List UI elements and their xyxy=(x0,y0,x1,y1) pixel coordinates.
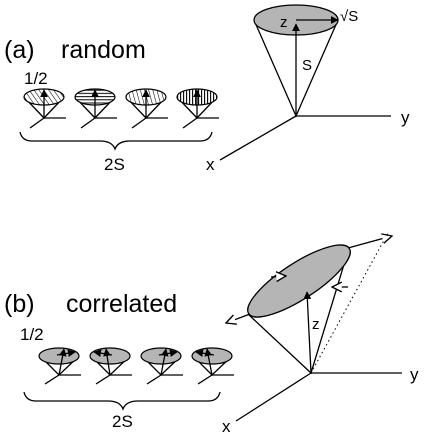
panel-a: (a) random 1/2 xyxy=(4,4,410,174)
radius-label-a: √S xyxy=(340,8,358,25)
large-cone-a: z √S S y x xyxy=(206,4,410,174)
x-axis-a xyxy=(219,115,297,161)
panel-a-label: (a) xyxy=(4,36,35,64)
x-axis-label-a: x xyxy=(206,155,215,174)
panel-b-label: (b) xyxy=(4,290,35,318)
brace-b xyxy=(23,391,221,411)
count-label-b: 2S xyxy=(112,412,133,431)
spin-cone-b-1 xyxy=(38,347,81,385)
panel-b-title: correlated xyxy=(66,290,177,318)
brace-a xyxy=(19,131,213,151)
length-label-a: S xyxy=(302,57,312,74)
y-axis-label-a: y xyxy=(401,108,410,127)
y-axis-label-b: y xyxy=(410,365,419,384)
spin-cone-a-4 xyxy=(176,88,219,129)
panel-a-title: random xyxy=(61,36,146,64)
count-label-a: 2S xyxy=(104,155,125,174)
z-label-b: z xyxy=(312,316,320,333)
large-cone-b: z y x xyxy=(222,232,419,436)
spin-half-label-a: 1/2 xyxy=(24,69,48,88)
panel-b: (b) correlated 1/2 xyxy=(4,232,419,436)
spin-cone-a-3 xyxy=(125,88,168,129)
x-axis-b xyxy=(235,372,312,422)
x-axis-label-b: x xyxy=(222,417,231,436)
spin-cone-b-2 xyxy=(89,347,132,385)
spin-half-label-b: 1/2 xyxy=(20,325,44,344)
spin-cone-b-4 xyxy=(191,347,234,385)
spin-cone-b-3 xyxy=(140,347,183,385)
spin-cone-a-2 xyxy=(74,88,117,129)
z-label-a: z xyxy=(280,14,288,31)
spin-cone-a-1 xyxy=(23,88,66,129)
